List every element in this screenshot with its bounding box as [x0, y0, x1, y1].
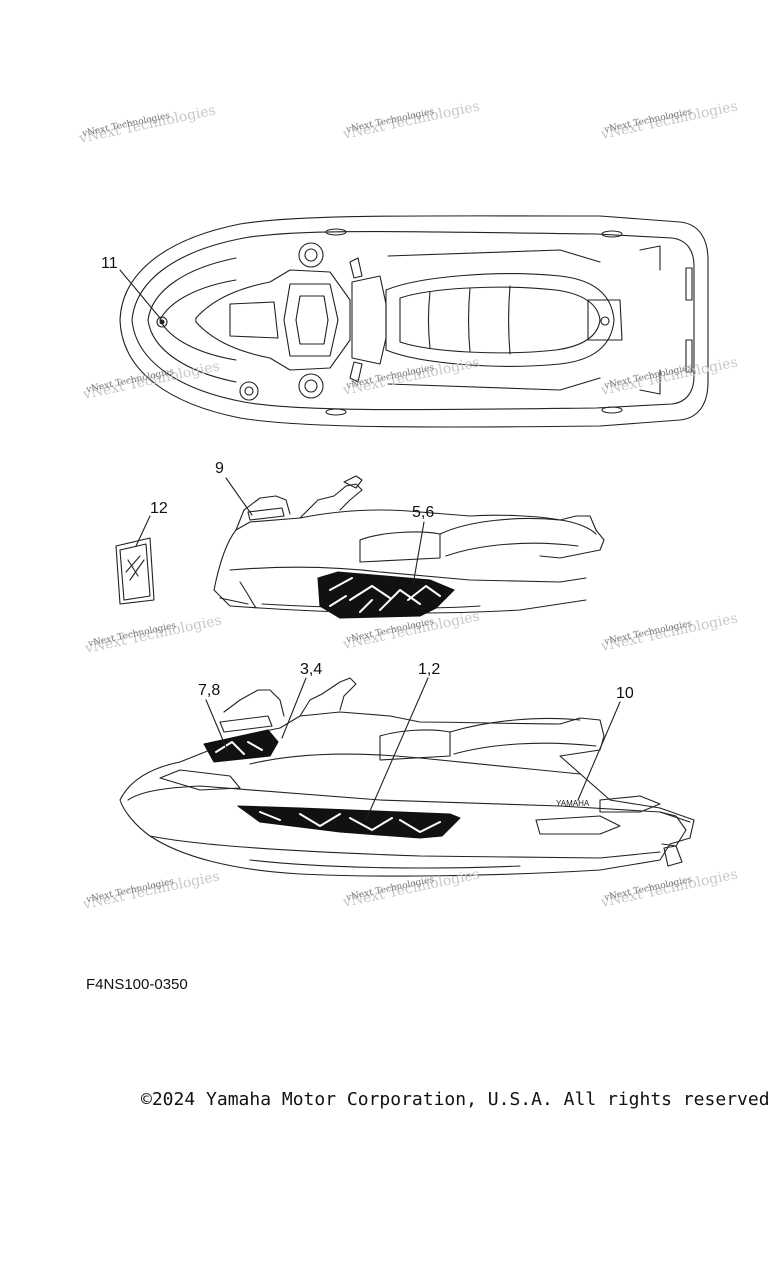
leader-line-1-2 [365, 677, 429, 821]
leader-line-5-6 [412, 521, 425, 586]
copyright-notice: ©2024 Yamaha Motor Corporation, U.S.A. A… [141, 1089, 768, 1110]
leader-line-3-4 [281, 677, 307, 739]
decal-1-2-pattern [259, 811, 441, 833]
leader-line-12 [135, 515, 151, 547]
decal-7-8 [203, 729, 279, 763]
part-12-card [115, 537, 155, 605]
callout-1-2: 1,2 [418, 661, 440, 678]
callout-11: 11 [101, 255, 118, 272]
callout-10: 10 [616, 685, 634, 702]
leader-line-9 [225, 477, 253, 516]
side-view-lower [119, 677, 695, 877]
decal-5-6-pattern [329, 577, 441, 613]
decal-1-2 [237, 805, 461, 839]
callout-7-8: 7,8 [198, 682, 220, 699]
leader-line-7-8 [205, 699, 229, 753]
leader-line-10 [577, 701, 621, 801]
callout-5-6: 5,6 [412, 504, 434, 521]
callout-3-4: 3,4 [300, 661, 322, 678]
hull-brand-label: YAMAHA [556, 799, 590, 808]
callout-12: 12 [150, 500, 168, 517]
top-view-watercraft [119, 215, 709, 428]
decal-7-8-pattern [215, 741, 263, 755]
leader-line-11 [119, 269, 161, 319]
callout-9: 9 [215, 460, 224, 477]
diagram-part-code: F4NS100-0350 [86, 976, 188, 993]
